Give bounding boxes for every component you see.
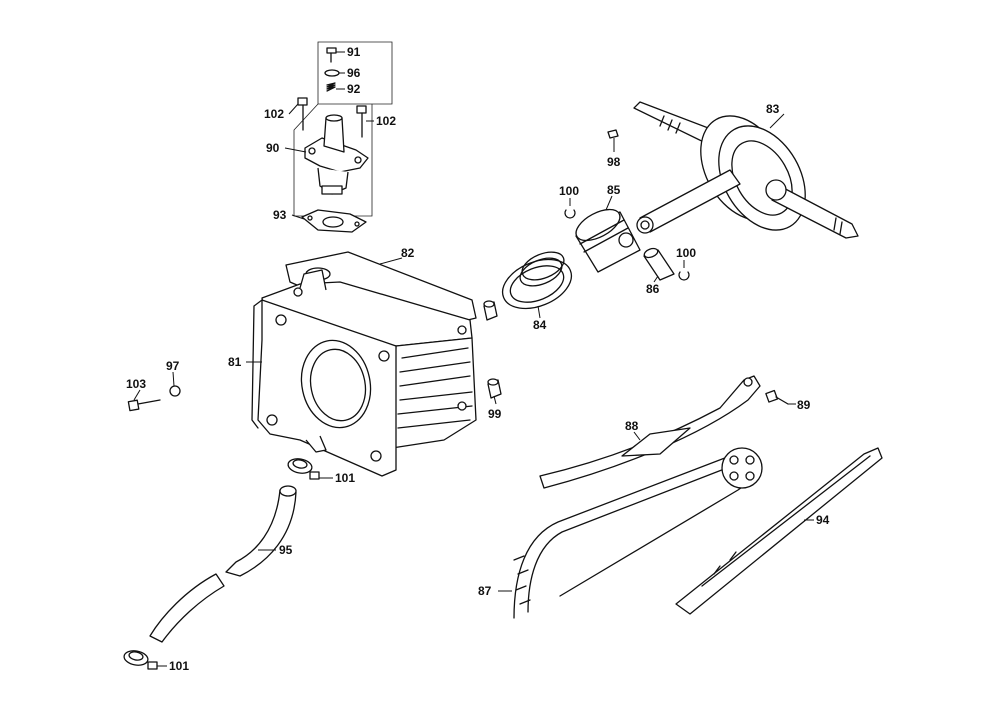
part-95-water-hose bbox=[149, 485, 297, 643]
callout-103: 103 bbox=[126, 377, 146, 391]
part-102-bolt-right bbox=[356, 105, 367, 138]
callout-90: 90 bbox=[266, 141, 280, 155]
callout-88: 88 bbox=[625, 419, 639, 433]
callout-93: 93 bbox=[273, 208, 287, 222]
callout-81: 81 bbox=[228, 355, 242, 369]
callout-91: 91 bbox=[347, 45, 361, 59]
part-88-chain-tensioner-guide bbox=[539, 375, 761, 489]
callout-84: 84 bbox=[533, 318, 547, 332]
part-103-bolt bbox=[127, 399, 161, 412]
callout-94: 94 bbox=[816, 513, 830, 527]
part-93-gasket bbox=[301, 209, 367, 233]
callout-97: 97 bbox=[166, 359, 180, 373]
part-94-chain-guide bbox=[675, 447, 883, 615]
callout-83: 83 bbox=[766, 102, 780, 116]
part-102-bolt-left bbox=[297, 97, 308, 131]
part-89-bolt bbox=[765, 389, 789, 405]
part-100-circlip-left bbox=[564, 209, 576, 219]
callout-101-upper: 101 bbox=[335, 471, 355, 485]
part-85-piston bbox=[575, 208, 641, 273]
callout-96: 96 bbox=[347, 66, 361, 80]
part-92-spring bbox=[326, 82, 336, 92]
callout-98: 98 bbox=[607, 155, 621, 169]
callout-87: 87 bbox=[478, 584, 492, 598]
part-99-dowel-pin-upper bbox=[483, 300, 498, 321]
part-90-cam-chain-tensioner bbox=[304, 114, 369, 195]
part-98-key bbox=[607, 129, 619, 139]
part-101-hose-clamp-lower bbox=[123, 650, 158, 670]
part-86-piston-pin bbox=[643, 247, 675, 281]
callout-labels: 91 96 92 102 102 90 93 82 81 83 98 100 8… bbox=[126, 45, 830, 673]
part-87-cam-chain bbox=[513, 447, 763, 619]
part-91-bolt bbox=[326, 47, 337, 63]
callout-82: 82 bbox=[401, 246, 415, 260]
part-101-hose-clamp-upper bbox=[287, 458, 320, 480]
part-99-dowel-pin-lower bbox=[487, 378, 502, 399]
part-81-cylinder-block bbox=[251, 269, 477, 477]
callout-100-right: 100 bbox=[676, 246, 696, 260]
part-96-washer bbox=[324, 69, 340, 77]
callout-92: 92 bbox=[347, 82, 361, 96]
part-97-washer bbox=[169, 385, 181, 397]
part-83-crankshaft bbox=[633, 101, 859, 239]
callout-99: 99 bbox=[488, 407, 502, 421]
leader-lines bbox=[133, 51, 814, 667]
callout-89: 89 bbox=[797, 398, 811, 412]
part-84-piston-rings bbox=[501, 251, 573, 310]
callout-100-left: 100 bbox=[559, 184, 579, 198]
callout-102-left: 102 bbox=[264, 107, 284, 121]
part-100-circlip-right bbox=[678, 271, 690, 281]
callout-95: 95 bbox=[279, 543, 293, 557]
callout-85: 85 bbox=[607, 183, 621, 197]
callout-101-lower: 101 bbox=[169, 659, 189, 673]
callout-86: 86 bbox=[646, 282, 660, 296]
callout-102-right: 102 bbox=[376, 114, 396, 128]
